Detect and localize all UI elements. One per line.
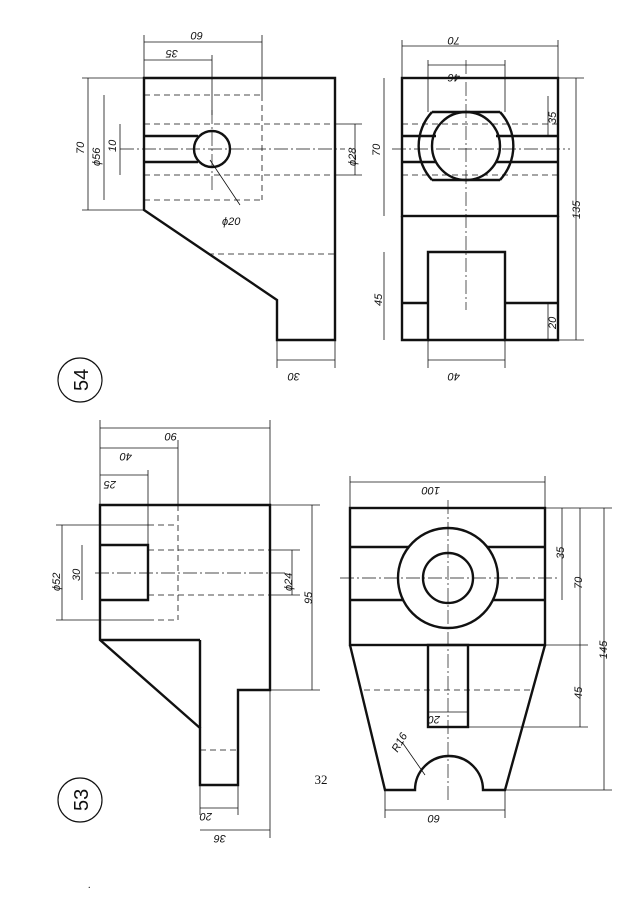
- fig53-dim-25: 25: [103, 478, 117, 490]
- fig53-dim-35: 35: [555, 546, 567, 559]
- fig54-label-circle: [57, 357, 103, 403]
- fig54-dim-35: 35: [165, 47, 178, 59]
- fig54-dim-70-front: 70: [371, 143, 383, 156]
- fig54-front-view: 70 46 35 70 135 45 20 40: [371, 34, 584, 382]
- fig54-dim-60: 60: [190, 29, 203, 41]
- fig54-dim-10: 10: [107, 139, 119, 152]
- fig54-dim-56: ϕ56: [91, 147, 103, 166]
- fig54-dim-46: 46: [447, 71, 460, 83]
- fig53-dim-24: ϕ24: [283, 573, 295, 591]
- fig54-side-outline: [142, 76, 337, 342]
- fig54-dim-70: 70: [75, 141, 87, 154]
- page-number: 32: [314, 772, 328, 787]
- fig53-label: 53: [71, 789, 93, 811]
- fig53-front-view: 100 35 70 145 45 20 R16 60: [340, 476, 612, 824]
- fig54-dim-20: ϕ20: [222, 216, 241, 228]
- fig53-boss: [100, 543, 150, 602]
- fig53-dim-90: 90: [164, 430, 177, 442]
- fig54-slot: [144, 134, 198, 164]
- figure-54: 60 35 70 ϕ56 10 ϕ20 ϕ28 30: [57, 29, 584, 403]
- fig53-side-outline: [98, 503, 272, 787]
- fig54-dim-20-front: 20: [547, 316, 559, 330]
- fig54-dim-135: 135: [571, 200, 583, 219]
- fig53-dim-40: 40: [119, 450, 132, 462]
- fig53-dim-95: 95: [303, 591, 315, 604]
- fig53-dim-60: 60: [427, 812, 440, 824]
- fig53-lower-base: [348, 644, 547, 792]
- fig53-label-circle: [57, 777, 103, 823]
- fig53-dim-r16: R16: [390, 730, 411, 754]
- figure-53: 90 40 25 ϕ52 30 ϕ24 95 20 36: [51, 420, 612, 844]
- fig54-dim-70-top: 70: [447, 34, 460, 46]
- fig53-dim-30: 30: [71, 568, 83, 581]
- fig54-side-view: 60 35 70 ϕ56 10 ϕ20 ϕ28 30: [75, 29, 362, 382]
- fig53-side-view: 90 40 25 ϕ52 30 ϕ24 95 20 36: [51, 420, 320, 844]
- fig53-dim-20-front: 20: [427, 713, 441, 725]
- fig54-lower-block: [400, 216, 560, 342]
- fig53-dim-20: 20: [199, 810, 213, 822]
- fig54-dim-28: ϕ28: [347, 147, 359, 166]
- page-mark: .: [88, 880, 91, 891]
- fig54-dim-35-front: 35: [547, 111, 559, 124]
- fig54-upper-block: [400, 76, 560, 218]
- fig53-dim-145: 145: [598, 640, 610, 659]
- fig54-label: 54: [71, 369, 93, 391]
- fig53-dim-100: 100: [421, 484, 440, 496]
- fig53-dim-70: 70: [573, 576, 585, 589]
- fig54-dim-30: 30: [287, 370, 300, 382]
- fig53-dim-36: 36: [213, 832, 226, 844]
- fig53-dim-52: ϕ52: [51, 573, 63, 591]
- fig53-dim-45: 45: [573, 686, 585, 699]
- fig54-dim-40: 40: [447, 370, 460, 382]
- fig54-dim-45: 45: [373, 293, 385, 306]
